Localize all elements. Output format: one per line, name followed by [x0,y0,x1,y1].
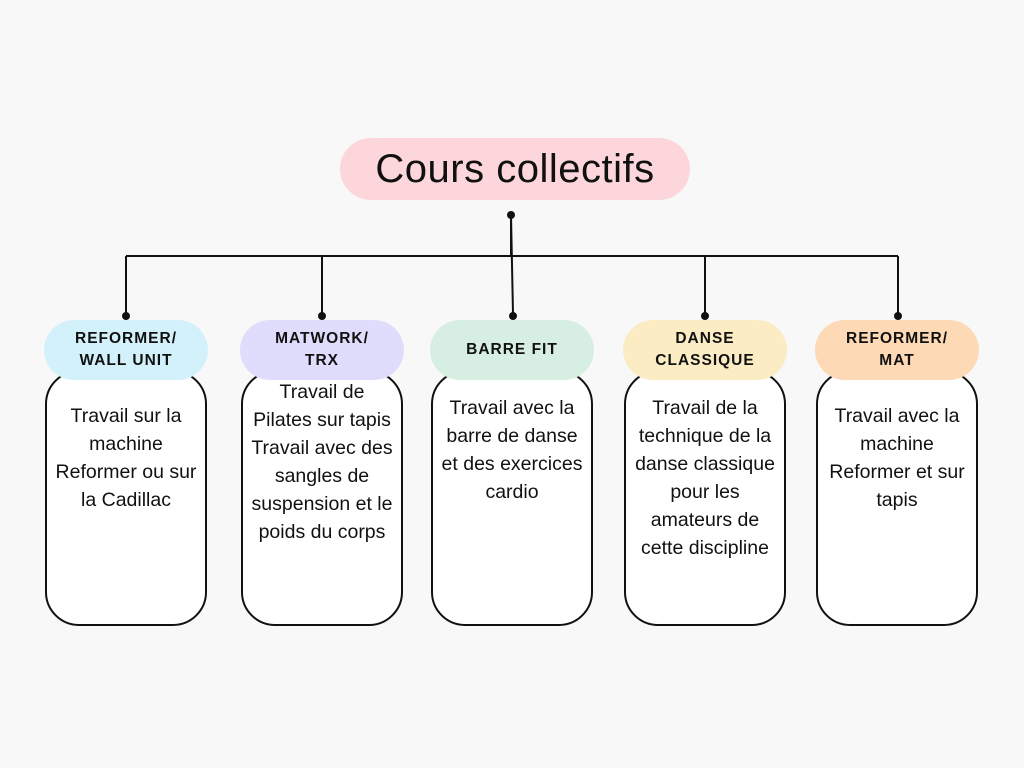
category-description: Travail sur la machine Reformer ou sur l… [55,405,197,511]
category-label-line: WALL UNIT [79,352,173,369]
branch-dot-3 [509,312,517,320]
category-label-line: TRX [305,352,339,369]
category-label-line: REFORMER/ [75,330,177,347]
category-label-matwork-trx: MATWORK/ TRX [240,320,404,380]
branch-line-3 [510,214,514,315]
branch-dot-5 [894,312,902,320]
category-card-barre-fit: Travail avec la barre de danse et des ex… [431,370,593,626]
category-label-reformer-mat: REFORMER/ MAT [815,320,979,380]
category-label-reformer-wall-unit: REFORMER/ WALL UNIT [44,320,208,380]
branch-dot-4 [701,312,709,320]
category-label-line: MAT [879,352,915,369]
category-label-line: MATWORK/ [275,330,369,347]
category-label-danse-classique: DANSE CLASSIQUE [623,320,787,380]
category-label-line: CLASSIQUE [655,352,755,369]
category-label-line: REFORMER/ [846,330,948,347]
branch-dot-2 [318,312,326,320]
diagram-title: Cours collectifs [340,138,690,200]
category-label-barre-fit: BARRE FIT [430,320,594,380]
category-card-reformer-wall-unit: Travail sur la machine Reformer ou sur l… [45,370,207,626]
category-card-danse-classique: Travail de la technique de la danse clas… [624,370,786,626]
category-description: Travail de la technique de la danse clas… [635,397,775,559]
category-description: Travail de Pilates sur tapis Travail ave… [251,381,393,543]
category-description: Travail avec la machine Reformer et sur … [829,405,965,511]
category-card-matwork-trx: Travail de Pilates sur tapis Travail ave… [241,370,403,626]
category-card-reformer-mat: Travail avec la machine Reformer et sur … [816,370,978,626]
category-label-line: BARRE FIT [466,341,558,358]
branch-dot-1 [122,312,130,320]
category-description: Travail avec la barre de danse et des ex… [441,397,583,503]
category-label-line: DANSE [675,330,735,347]
